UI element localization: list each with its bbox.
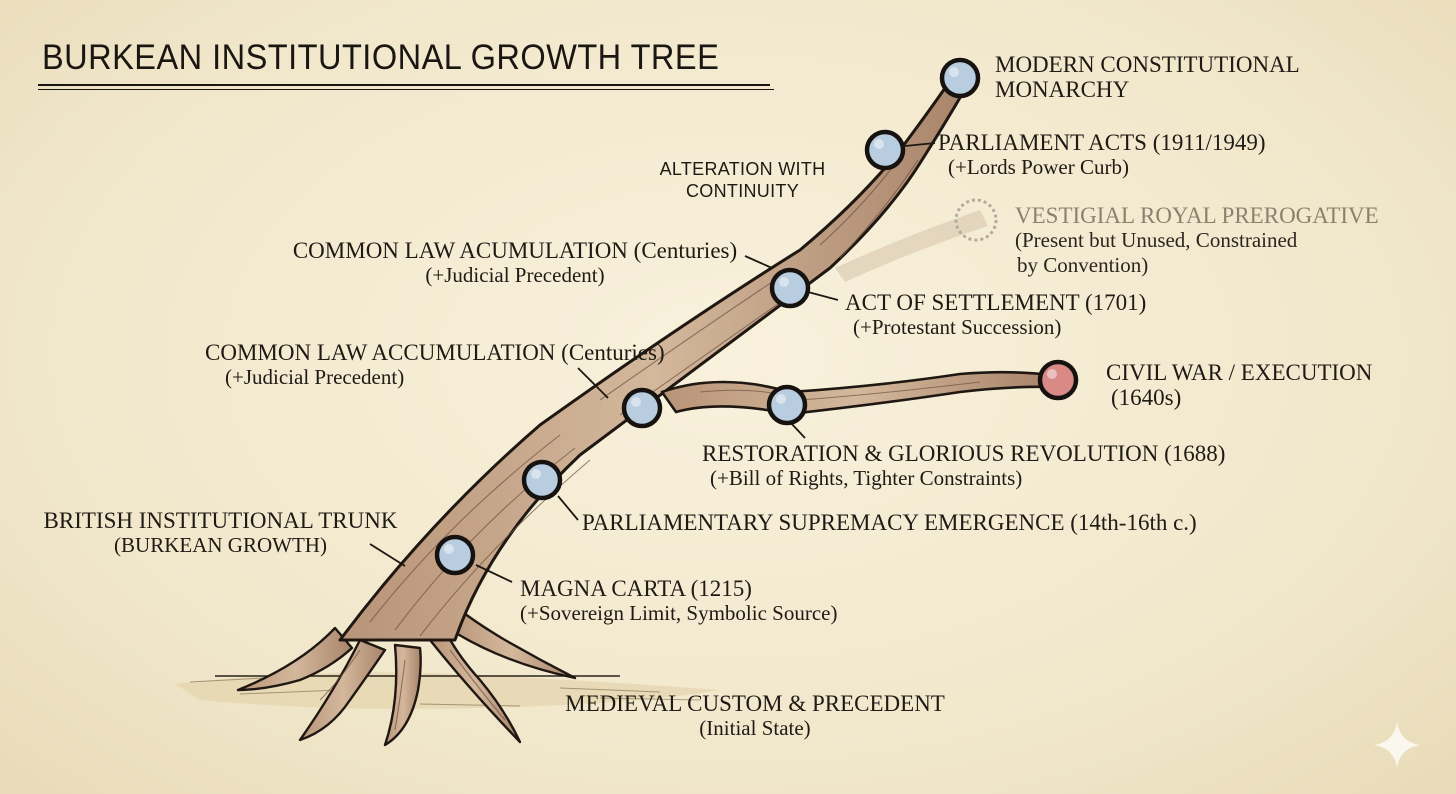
node-common-law: [621, 387, 663, 429]
tree-roots: [236, 608, 577, 747]
label-alteration-line2: CONTINUITY: [686, 181, 799, 201]
label-parliament-acts: PARLIAMENT ACTS (1911/1949) (+Lords Powe…: [938, 130, 1266, 180]
label-act-of-settlement: ACT OF SETTLEMENT (1701) (+Protestant Su…: [845, 290, 1146, 340]
label-parl-supremacy-line1: PARLIAMENTARY SUPREMACY EMERGENCE (14th-…: [582, 510, 1197, 535]
title-underline-secondary: [38, 89, 774, 90]
label-settlement-line2: (+Protestant Succession): [853, 315, 1062, 339]
sparkle-icon: [1374, 722, 1420, 768]
label-magna-carta-line2: (+Sovereign Limit, Symbolic Source): [520, 601, 838, 625]
vestigial-node-outline: [954, 198, 998, 242]
ground: [175, 672, 720, 709]
label-civil-war-line1: CIVIL WAR / EXECUTION: [1106, 360, 1373, 385]
label-vestigial-line3: by Convention): [1017, 253, 1149, 277]
label-restoration-line2: (+Bill of Rights, Tighter Constraints): [710, 466, 1023, 490]
label-parliament-acts-line1: PARLIAMENT ACTS (1911/1949): [938, 130, 1266, 155]
node-magna-carta: [434, 534, 476, 576]
label-civil-war-line2: (1640s): [1111, 385, 1182, 410]
label-common-law-upper: COMMON LAW ACUMULATION (Centuries) (+Jud…: [270, 238, 760, 288]
tree-branch-civil-war: [660, 370, 1052, 416]
label-common-law-upper-line1: COMMON LAW ACUMULATION (Centuries): [292, 238, 738, 263]
node-modern-monarchy: [939, 57, 981, 99]
label-alteration-continuity: ALTERATION WITH CONTINUITY: [650, 158, 835, 202]
title-underline: [38, 84, 770, 86]
label-modern-line1: MODERN CONSTITUTIONAL: [995, 52, 1300, 77]
page-title: BURKEAN INSTITUTIONAL GROWTH TREE: [42, 38, 720, 77]
node-restoration: [766, 384, 808, 426]
label-alteration-line1: ALTERATION WITH: [659, 159, 826, 179]
label-common-law-upper-line2: (+Judicial Precedent): [425, 263, 605, 287]
label-vestigial-prerogative: VESTIGIAL ROYAL PREROGATIVE (Present but…: [1015, 203, 1379, 278]
label-british-trunk: BRITISH INSTITUTIONAL TRUNK (BURKEAN GRO…: [28, 508, 413, 558]
label-vestigial-line1: VESTIGIAL ROYAL PREROGATIVE: [1015, 203, 1379, 228]
label-parliamentary-supremacy: PARLIAMENTARY SUPREMACY EMERGENCE (14th-…: [582, 510, 1197, 535]
node-act-of-settlement: [769, 267, 811, 309]
label-common-law-lower-line2: (+Judicial Precedent): [225, 365, 405, 389]
label-vestigial-line2: (Present but Unused, Constrained: [1015, 228, 1298, 252]
label-settlement-line1: ACT OF SETTLEMENT (1701): [845, 290, 1147, 315]
label-trunk-line2: (BURKEAN GROWTH): [114, 533, 327, 557]
label-medieval-custom: MEDIEVAL CUSTOM & PRECEDENT (Initial Sta…: [545, 691, 965, 741]
label-magna-carta: MAGNA CARTA (1215) (+Sovereign Limit, Sy…: [520, 576, 837, 626]
node-parliamentary-supremacy: [521, 459, 563, 501]
vestigial-branch-shadow: [835, 210, 988, 282]
label-modern-line2: MONARCHY: [995, 77, 1130, 102]
label-trunk-line1: BRITISH INSTITUTIONAL TRUNK: [43, 508, 398, 533]
label-restoration-line1: RESTORATION & GLORIOUS REVOLUTION (1688): [702, 441, 1226, 466]
label-parliament-acts-line2: (+Lords Power Curb): [948, 155, 1129, 179]
node-civil-war: [1037, 359, 1079, 401]
label-restoration: RESTORATION & GLORIOUS REVOLUTION (1688)…: [702, 441, 1225, 491]
label-common-law-lower-line1: COMMON LAW ACCUMULATION (Centuries): [205, 340, 665, 365]
label-common-law-lower: COMMON LAW ACCUMULATION (Centuries) (+Ju…: [205, 340, 665, 390]
label-magna-carta-line1: MAGNA CARTA (1215): [520, 576, 752, 601]
label-modern-monarchy: MODERN CONSTITUTIONAL MONARCHY: [995, 52, 1300, 102]
label-medieval-line1: MEDIEVAL CUSTOM & PRECEDENT: [565, 691, 945, 716]
label-medieval-line2: (Initial State): [699, 716, 811, 740]
node-parliament-acts: [864, 129, 906, 171]
label-civil-war: CIVIL WAR / EXECUTION (1640s): [1106, 360, 1372, 410]
